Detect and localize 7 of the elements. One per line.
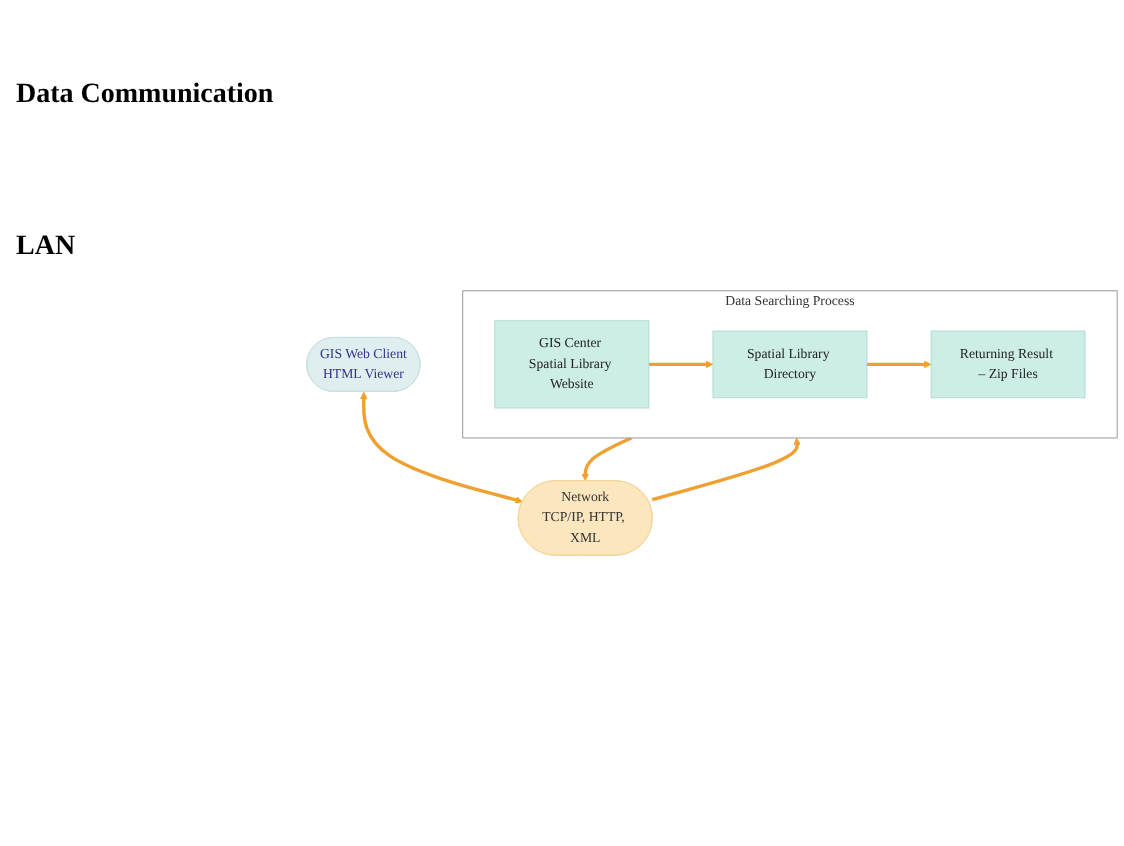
arrow xyxy=(648,360,714,369)
diagram-label: Data Communication xyxy=(16,80,276,112)
diagram-label: LAN xyxy=(16,232,78,264)
arrow xyxy=(866,360,932,369)
arrow xyxy=(581,436,633,482)
arrow xyxy=(360,391,523,504)
arrow xyxy=(651,437,801,502)
